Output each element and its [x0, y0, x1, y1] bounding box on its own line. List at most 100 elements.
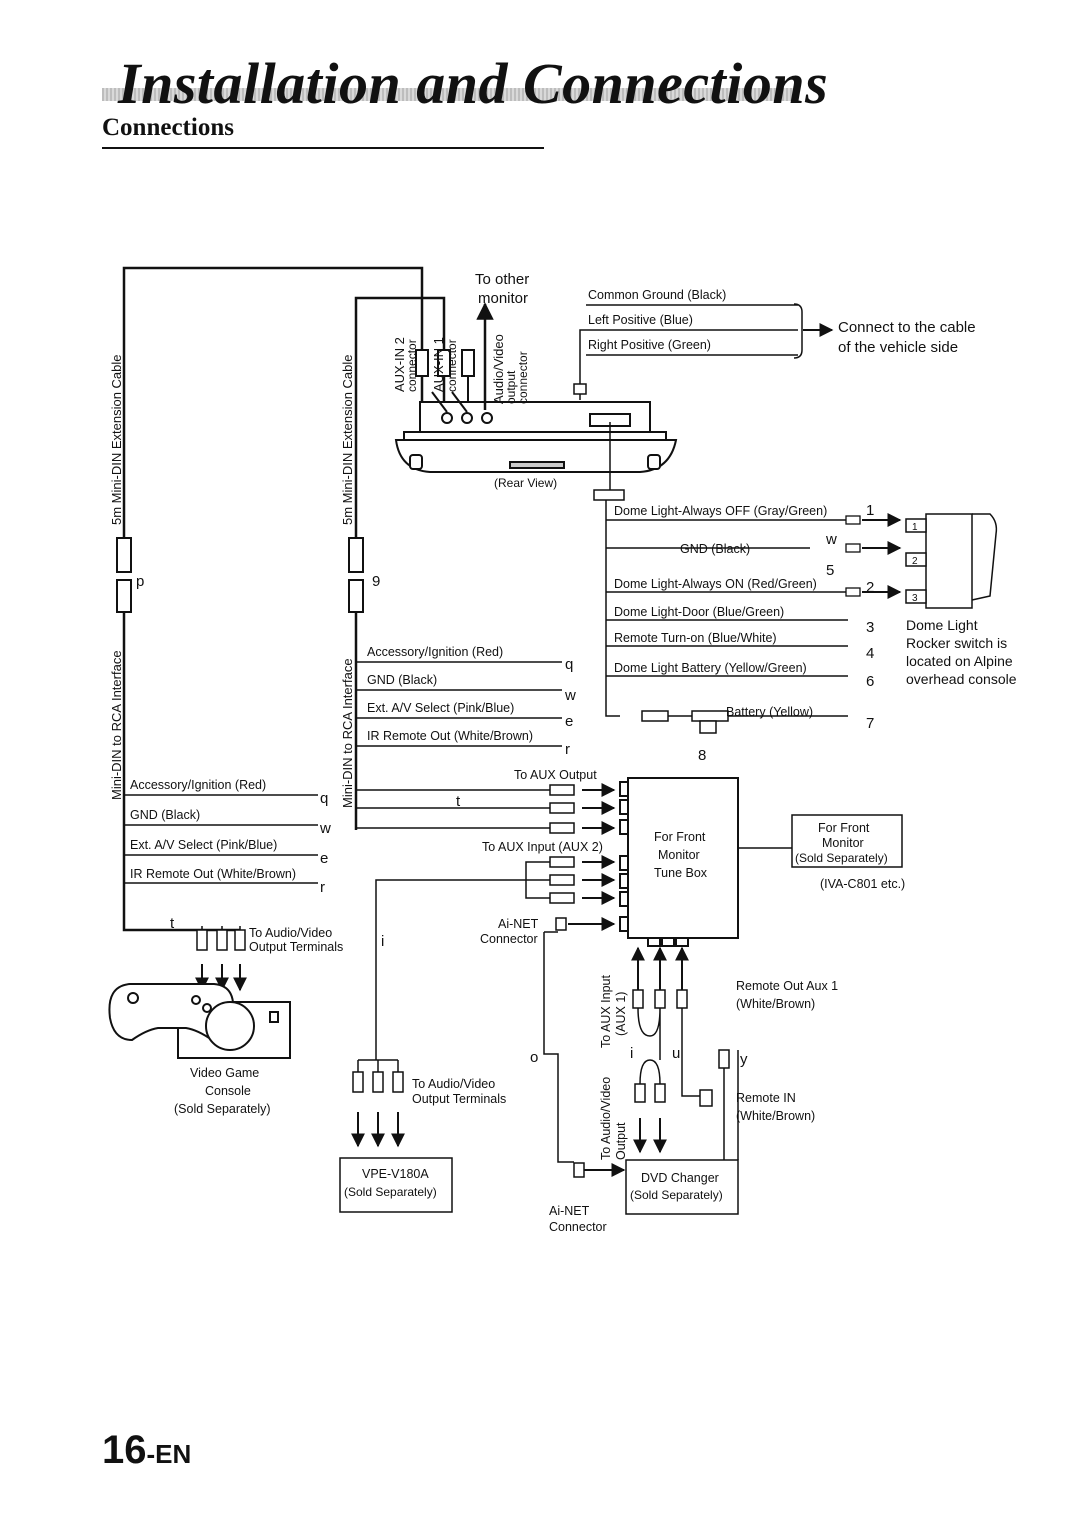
marker-t-mid: t	[456, 793, 461, 810]
mid-marker-r: r	[565, 741, 570, 758]
left-rca-interface-label: Mini-DIN to RCA Interface	[109, 650, 124, 800]
dome-terminal-plugs	[845, 515, 861, 597]
dome-wire-bundle	[593, 422, 848, 734]
always-off-label: Dome Light-Always OFF (Gray/Green)	[614, 504, 827, 518]
game-to-av-1: To Audio/Video	[249, 926, 332, 940]
mid-lead-lines	[356, 661, 562, 747]
aux-in1-label: AUX-IN 1	[431, 337, 446, 392]
switch-pin2: 2	[912, 556, 918, 567]
av-output-label: Audio/Video	[491, 334, 506, 404]
to-aux-input-label: To AUX Input (AUX 2)	[482, 840, 603, 854]
aux-in-connectors	[415, 349, 475, 413]
dvd-av-out-1: To Audio/Video	[599, 1077, 613, 1160]
vpe-to-av-1: To Audio/Video	[412, 1077, 495, 1091]
vpe-rca-leads	[357, 1059, 399, 1072]
front-monitor-line1: For Front	[818, 821, 870, 835]
title-underline-bar	[102, 88, 794, 101]
left-marker-q: q	[320, 790, 328, 807]
switch-pin1: 1	[912, 522, 918, 533]
vpe-sold: (Sold Separately)	[344, 1185, 437, 1199]
battery-label: Battery (Yellow)	[726, 705, 813, 719]
marker-i-low: i	[630, 1045, 633, 1062]
page-number-value: 16	[102, 1428, 147, 1472]
game-name-3: (Sold Separately)	[174, 1102, 271, 1116]
mid-extension-cable-label: 5m Mini-DIN Extension Cable	[340, 354, 355, 525]
left-extension-cable-label: 5m Mini-DIN Extension Cable	[109, 354, 124, 525]
marker-o: o	[530, 1049, 538, 1066]
dvd-av-cable	[637, 1007, 739, 1160]
page-number-suffix: -EN	[146, 1439, 192, 1469]
left-mini-din-connector	[116, 537, 132, 613]
game-name-2: Console	[205, 1084, 251, 1098]
dvd-sold: (Sold Separately)	[630, 1188, 723, 1202]
mid-marker-e: e	[565, 713, 573, 730]
tune-ainet-plug	[555, 917, 567, 931]
dome-switch-label-3: located on Alpine	[906, 653, 1013, 669]
mid-gnd-label: GND (Black)	[367, 673, 437, 687]
vpe-box	[339, 1157, 453, 1213]
dvd-name: DVD Changer	[641, 1171, 719, 1185]
marker-4: 4	[866, 645, 874, 662]
vpe-model: VPE-V180A	[362, 1167, 429, 1181]
marker-1: 1	[866, 502, 874, 519]
game-console-icon	[108, 983, 291, 1059]
av-output-sub1: output	[504, 370, 518, 404]
left-lead-lines	[124, 794, 318, 884]
left-ir-label: IR Remote Out (White/Brown)	[130, 867, 296, 881]
mid-marker-q: q	[565, 656, 573, 673]
speaker-wire-group	[573, 303, 803, 400]
dome-switch-label-2: Rocker switch is	[906, 635, 1007, 651]
marker-7: 7	[866, 715, 874, 732]
dome-door-label: Dome Light-Door (Blue/Green)	[614, 605, 784, 619]
always-on-label: Dome Light-Always ON (Red/Green)	[614, 577, 817, 591]
dvd-aux-in-1: To AUX Input	[599, 975, 613, 1048]
dome-gnd-label: GND (Black)	[680, 542, 750, 556]
marker-3: 3	[866, 619, 874, 636]
left-positive-label: Left Positive (Blue)	[588, 313, 693, 327]
mid-marker-w: w	[564, 687, 576, 704]
dome-switch-label-1: Dome Light	[906, 617, 978, 633]
tune-box-line1: For Front	[654, 830, 706, 844]
dvd-aux-plugs	[632, 989, 688, 1009]
tune-box	[619, 777, 739, 947]
left-cable-route	[122, 266, 424, 538]
dvd-ainet-sub: Connector	[549, 1220, 607, 1234]
dome-switch-label-4: overhead console	[906, 671, 1017, 687]
marker-2: 2	[866, 579, 874, 596]
game-rca-plugs	[196, 929, 246, 951]
left-marker-r: r	[320, 879, 325, 896]
tune-ainet-label: Ai-NET	[498, 917, 539, 931]
dvd-ainet-plug	[573, 1162, 585, 1178]
mid-ext-label: Ext. A/V Select (Pink/Blue)	[367, 701, 514, 715]
front-monitor-line2: Monitor	[822, 836, 864, 850]
left-marker-w: w	[319, 820, 331, 837]
dvd-av-out-2: Output	[614, 1122, 628, 1160]
marker-t-left: t	[170, 915, 175, 932]
front-monitor-line3: (Sold Separately)	[795, 851, 888, 865]
mid-ir-label: IR Remote Out (White/Brown)	[367, 729, 533, 743]
to-other-label-2: monitor	[478, 290, 528, 307]
page-number: 16-EN	[102, 1428, 191, 1473]
marker-6: 6	[866, 673, 874, 690]
common-ground-label: Common Ground (Black)	[588, 288, 726, 302]
tune-box-arrows	[568, 783, 616, 931]
marker-w: w	[825, 531, 837, 548]
dvd-aux-in-2: (AUX 1)	[614, 992, 628, 1036]
monitor-rear-unit	[394, 401, 678, 473]
game-name-1: Video Game	[190, 1066, 259, 1080]
dome-battery-label: Dome Light Battery (Yellow/Green)	[614, 661, 807, 675]
left-gnd-label: GND (Black)	[130, 808, 200, 822]
mid-mini-din-connector	[348, 537, 364, 613]
rear-view-label: (Rear View)	[494, 476, 557, 490]
mid-acc-label: Accessory/Ignition (Red)	[367, 645, 503, 659]
front-monitor-box	[791, 814, 903, 868]
aux-in1-sub: connector	[445, 339, 459, 392]
marker-y: y	[740, 1051, 748, 1068]
marker-9: 9	[372, 573, 380, 590]
remote-in-label-2: (White/Brown)	[736, 1109, 815, 1123]
dvd-out-plugs	[634, 1049, 730, 1107]
page-title: Installation and Connections	[118, 51, 829, 116]
dvd-ainet-lead	[543, 931, 574, 1163]
remote-out-label-2: (White/Brown)	[736, 997, 815, 1011]
